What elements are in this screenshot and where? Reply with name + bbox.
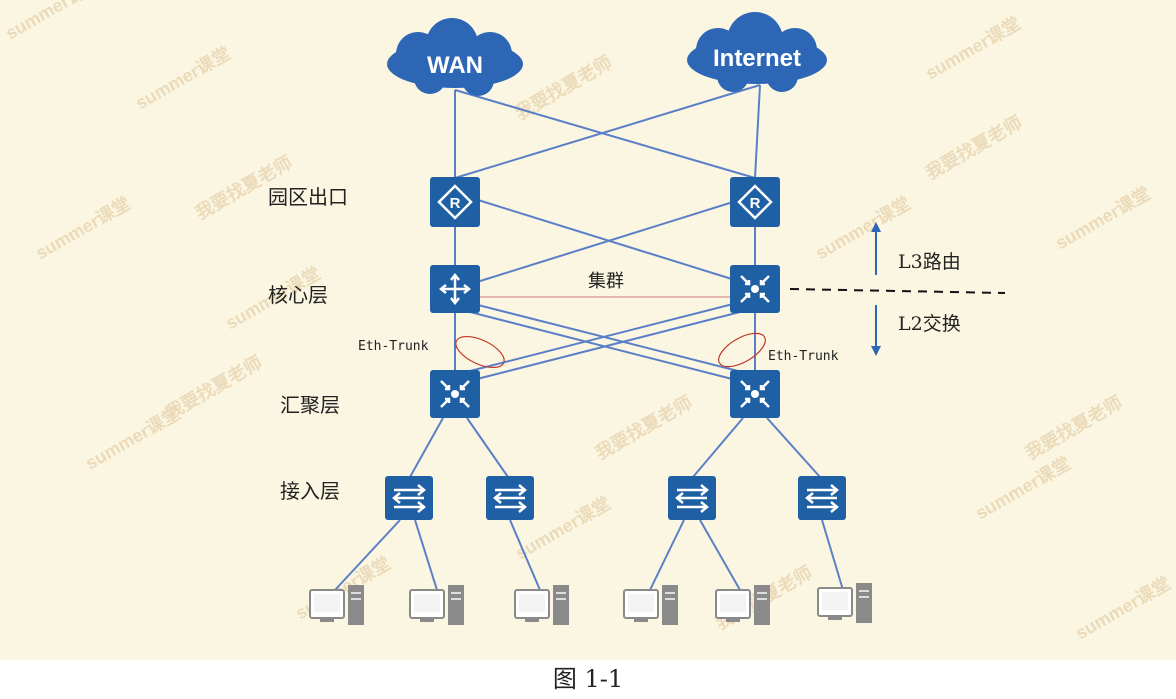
watermark: summer课堂 [32, 192, 134, 263]
link-acc4-pc6 [821, 519, 844, 591]
link-exit-right-core-left [476, 201, 734, 283]
svg-text:R: R [750, 195, 761, 212]
watermark: summer课堂 [972, 452, 1074, 523]
network-topology-diagram: summer课堂 summer课堂 summer课堂 summer课堂 summ… [0, 0, 1176, 660]
pc-2 [409, 585, 464, 625]
pc-4 [623, 585, 678, 625]
core-switch-right [730, 265, 780, 313]
layer-label-aggregation: 汇聚层 [280, 393, 340, 417]
watermark: 我要找夏老师 [1022, 391, 1126, 463]
link-wan-exit-right [454, 89, 756, 179]
up-arrow-icon [871, 222, 881, 232]
watermark: 我要找夏老师 [162, 351, 266, 423]
wan-label: WAN [427, 52, 483, 79]
eth-trunk-left-label: Eth-Trunk [358, 339, 429, 354]
watermark: summer课堂 [922, 12, 1024, 83]
l2-label: L2交换 [898, 313, 961, 335]
pc-1 [309, 585, 364, 625]
access-switch-icon [805, 484, 839, 513]
router-right: R [730, 177, 780, 227]
route-switch-icon [438, 272, 472, 306]
svg-text:R: R [450, 195, 461, 212]
watermark: 我要找夏老师 [512, 51, 616, 123]
watermark: 我要找夏老师 [592, 391, 696, 463]
links [334, 84, 844, 591]
switch-icon [740, 275, 770, 303]
core-switch-left [430, 265, 480, 313]
access-switch-4 [798, 476, 846, 520]
eth-trunk-left-marker [455, 335, 505, 369]
link-agg-right-acc-4 [766, 417, 821, 478]
switch-icon [440, 380, 470, 408]
internet-cloud: Internet [687, 12, 827, 92]
link-agg-left-acc-2 [466, 417, 509, 478]
access-switch-2 [486, 476, 534, 520]
link-acc1-pc2 [414, 519, 438, 591]
watermark: 我要找夏老师 [922, 111, 1026, 183]
l3-l2-dashed-line [789, 288, 1006, 294]
l3-label: L3路由 [898, 251, 961, 273]
router-icon [737, 184, 773, 220]
pc-3 [514, 585, 569, 625]
eth-trunk-right-label: Eth-Trunk [768, 349, 839, 364]
access-switch-3 [668, 476, 716, 520]
access-switch-icon [392, 484, 426, 513]
watermark-layer: summer课堂 summer课堂 summer课堂 summer课堂 summ… [2, 0, 1174, 643]
cluster-label: 集群 [588, 271, 624, 292]
watermark: summer课堂 [1072, 572, 1174, 643]
aggregation-switch-right [730, 370, 780, 418]
watermark: summer课堂 [132, 42, 234, 113]
pc-6 [817, 583, 872, 623]
link-acc3-pc4 [649, 519, 685, 591]
down-arrow-icon [871, 346, 881, 356]
link-exit-left-core-right [477, 199, 736, 281]
internet-label: Internet [713, 45, 801, 72]
pc-5 [715, 585, 770, 625]
watermark: summer课堂 [1052, 182, 1154, 253]
link-agg-left-acc-1 [409, 417, 444, 478]
layer-boundary: L3路由 L2交换 [789, 222, 1006, 356]
access-switch-icon [675, 484, 709, 513]
link-core-right-agg-left-a [469, 303, 734, 372]
link-acc2-pc3 [509, 519, 541, 591]
figure-caption: 图 1-1 [552, 665, 624, 693]
access-switch-icon [493, 484, 527, 513]
wan-cloud: WAN [387, 18, 523, 96]
link-acc1-pc1 [334, 519, 401, 591]
diagram-canvas: summer课堂 summer课堂 summer课堂 summer课堂 summ… [2, 0, 1174, 643]
link-agg-right-acc-3 [692, 417, 744, 478]
layer-label-access: 接入层 [280, 479, 340, 503]
router-left: R [430, 177, 480, 227]
watermark: summer课堂 [2, 0, 104, 43]
link-internet-exit-right [754, 84, 761, 179]
link-core-left-agg-right-a [477, 304, 743, 373]
eth-trunk-right-marker [718, 332, 766, 368]
link-internet-exit-left [454, 84, 761, 179]
link-acc3-pc5 [699, 519, 741, 591]
layer-label-core: 核心层 [268, 283, 328, 307]
router-icon [437, 184, 473, 220]
layer-label-exit: 园区出口 [268, 185, 348, 209]
link-core-right-agg-left-b [476, 311, 741, 380]
access-switch-1 [385, 476, 433, 520]
aggregation-switch-left [430, 370, 480, 418]
switch-icon [740, 380, 770, 408]
